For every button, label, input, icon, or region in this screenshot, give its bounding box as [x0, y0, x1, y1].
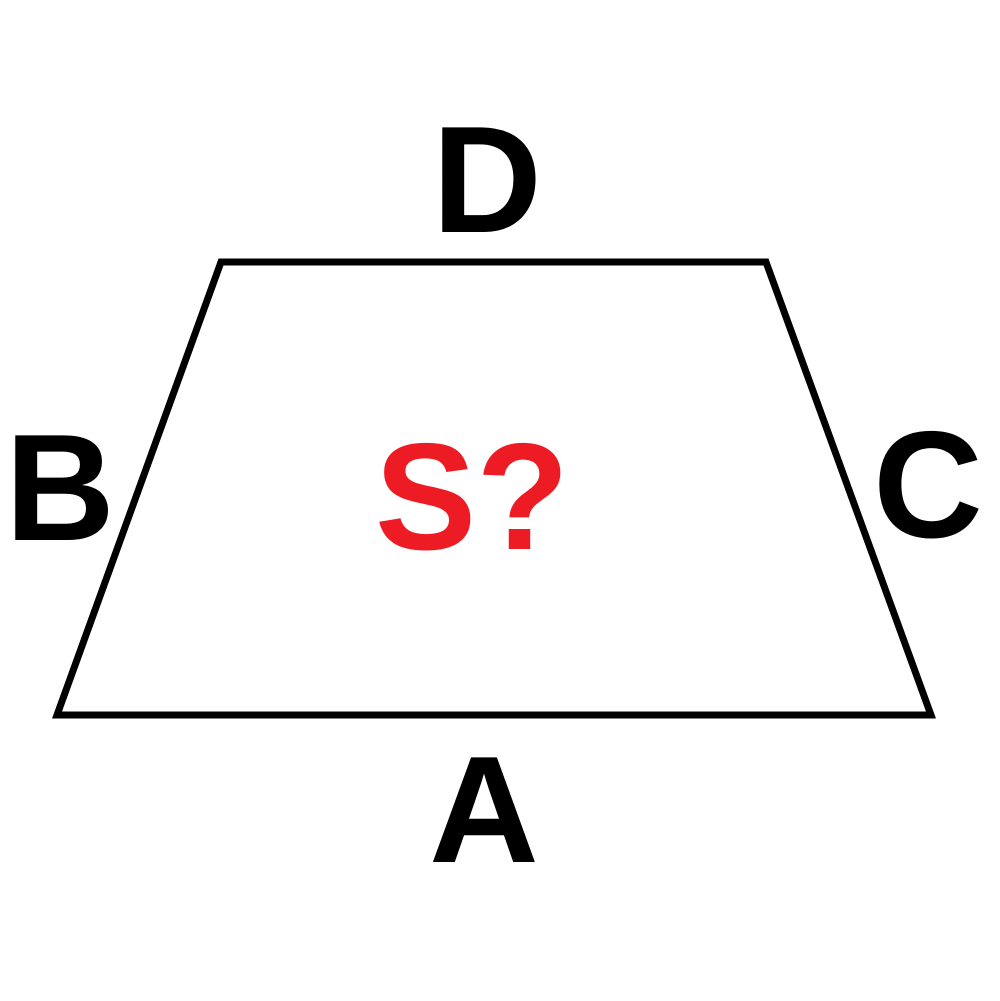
label-top-side: D	[432, 95, 542, 265]
label-bottom-side: A	[429, 725, 539, 895]
trapezoid-shape	[52, 258, 936, 719]
area-question-label: S?	[375, 412, 569, 582]
label-right-side: C	[873, 400, 983, 570]
label-left-side: B	[5, 403, 115, 573]
